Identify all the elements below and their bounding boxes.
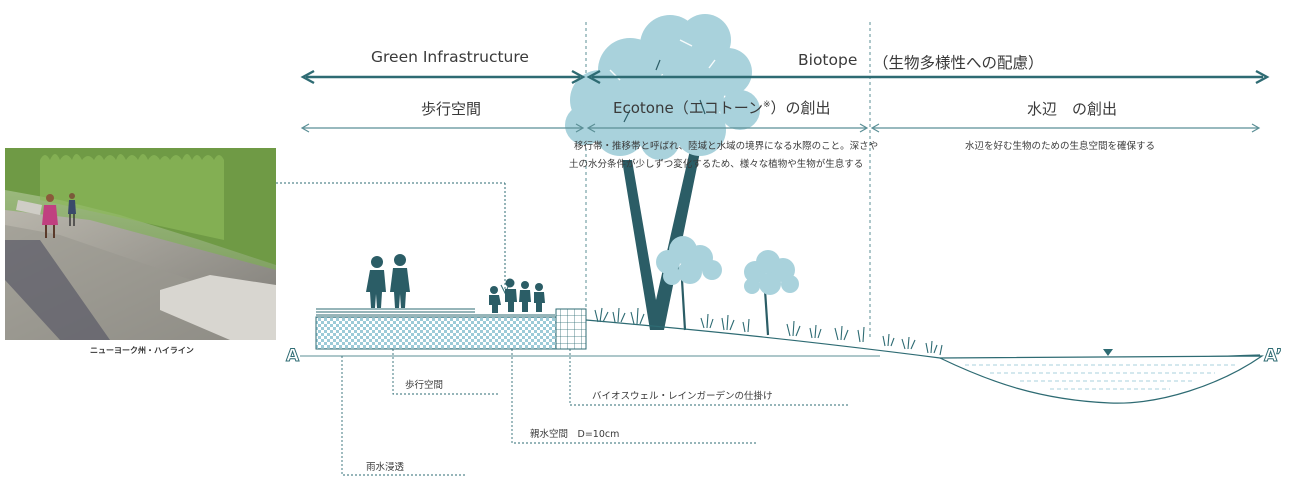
photo-caption: ニューヨーク州・ハイライン bbox=[90, 346, 194, 355]
small-tree-1-icon bbox=[656, 236, 722, 331]
arrow-walkway bbox=[300, 123, 585, 133]
arrow-green-infrastructure bbox=[300, 69, 586, 85]
terrain-slope bbox=[585, 319, 1261, 362]
callout-leaders bbox=[341, 349, 850, 476]
water-ripples bbox=[965, 364, 1235, 390]
arrow-ecotone bbox=[586, 123, 869, 133]
zone-waterside: 水辺 の創出 bbox=[1027, 100, 1118, 118]
section-mark-right: A’ bbox=[1263, 346, 1283, 367]
heading-green-infrastructure: Green Infrastructure bbox=[371, 48, 529, 66]
waterside-description: 水辺を好む生物のための生息空間を確保する bbox=[965, 141, 1156, 152]
permeable-base bbox=[315, 316, 557, 350]
callout-bioswale: バイオスウェル・レインガーデンの仕掛け bbox=[592, 391, 773, 402]
arrow-waterside bbox=[870, 123, 1261, 133]
ecotone-description-line1: 移行帯・推移帯と呼ばれ、陸域と水域の境界になる水際のこと。深さや bbox=[574, 141, 879, 152]
ecotone-description-line2: 土の水分条件が少しずつ変化するため、様々な植物や生物が生息する bbox=[569, 159, 864, 170]
water-body bbox=[939, 355, 1264, 404]
small-tree-2-icon bbox=[744, 250, 799, 336]
callout-walkway: 歩行空間 bbox=[405, 380, 444, 391]
children-silhouette-icon bbox=[489, 278, 545, 313]
adults-silhouette-icon bbox=[366, 254, 410, 308]
zone-walkway: 歩行空間 bbox=[421, 100, 482, 118]
callout-water-space: 親水空間 D=10cm bbox=[530, 429, 620, 440]
photo-leader bbox=[276, 182, 506, 290]
heading-biotope-note: （生物多様性への配慮） bbox=[873, 54, 1044, 72]
water-level-icon bbox=[1103, 349, 1113, 356]
section-mark-left: A bbox=[285, 346, 300, 367]
bioswale-box bbox=[555, 308, 587, 350]
zone-ecotone: Ecotone（エコトーン※）の創出 bbox=[613, 99, 831, 117]
arrow-biotope bbox=[586, 69, 1270, 85]
highline-photo bbox=[5, 148, 276, 340]
grass-icon bbox=[594, 307, 943, 356]
walkway-deck bbox=[316, 308, 555, 316]
heading-biotope: Biotope bbox=[798, 51, 858, 69]
callout-rain-infiltration: 雨水浸透 bbox=[366, 462, 405, 473]
